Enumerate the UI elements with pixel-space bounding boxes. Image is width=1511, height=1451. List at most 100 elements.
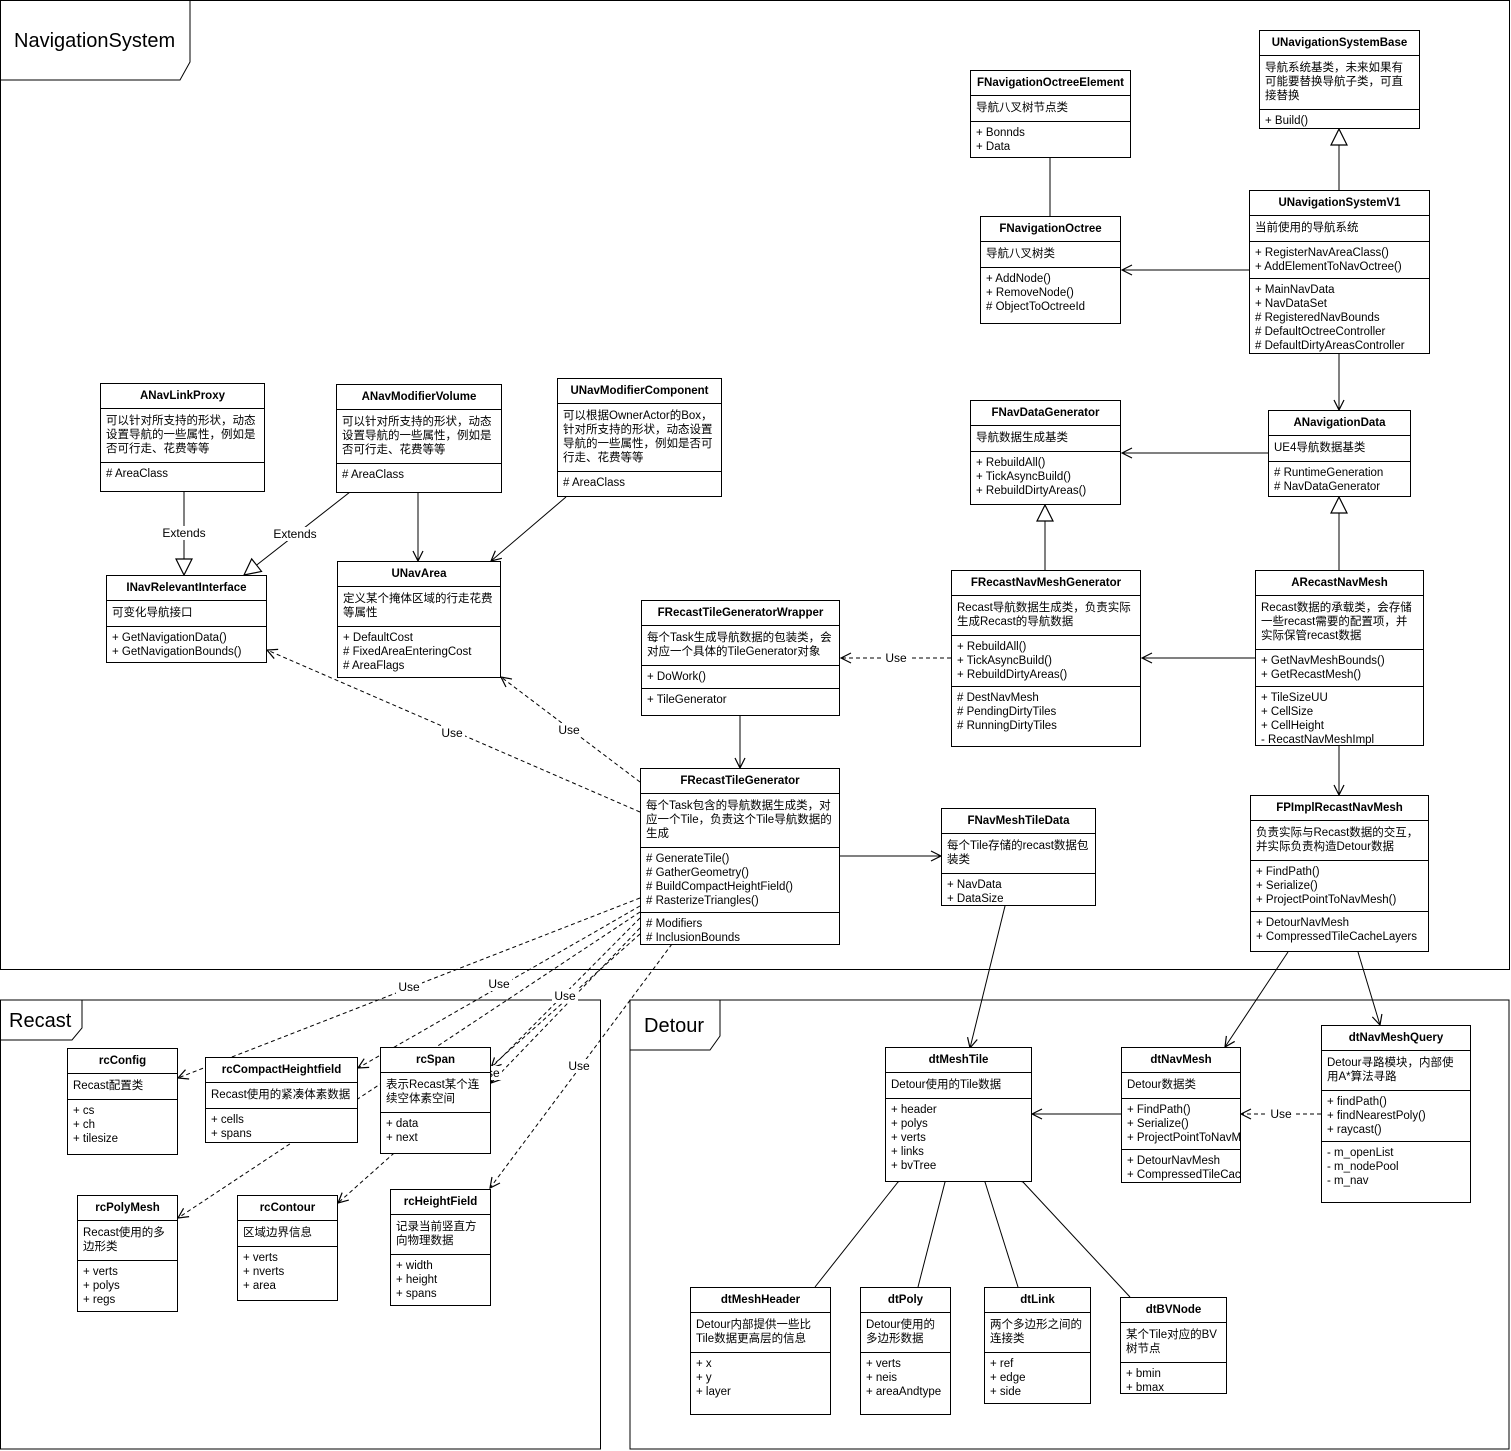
class-member: + GetNavigationBounds() bbox=[112, 646, 242, 658]
class-member: + GetNavMeshBounds() bbox=[1261, 655, 1385, 667]
class-member: - m_nav bbox=[1327, 1175, 1369, 1187]
class-member: - m_openList bbox=[1327, 1147, 1394, 1159]
class-description: 每个Tile存储的recast数据包装类 bbox=[942, 834, 1095, 874]
class-members: + RebuildAll()+ TickAsyncBuild()+ Rebuil… bbox=[952, 636, 1140, 687]
class-name: ANavigationData bbox=[1269, 411, 1410, 436]
class-member: + area bbox=[243, 1280, 276, 1292]
class-members: # GenerateTile()# GatherGeometry()# Buil… bbox=[641, 848, 839, 913]
edge-assoc-impl-dtnavmesh bbox=[1225, 951, 1289, 1047]
class-members: + DetourNavMesh+ CompressedTileCacheLaye… bbox=[1251, 912, 1428, 948]
class-member: + RebuildAll() bbox=[976, 457, 1046, 469]
class-member: + NavDataSet bbox=[1255, 298, 1327, 310]
class-name: ANavLinkProxy bbox=[101, 384, 264, 409]
package-frame-detour bbox=[629, 999, 1510, 1450]
class-description: 可变化导航接口 bbox=[107, 601, 266, 627]
class-member: # RegisteredNavBounds bbox=[1255, 312, 1380, 324]
class-members: + data+ next bbox=[381, 1113, 490, 1149]
class-member: # InclusionBounds bbox=[646, 932, 740, 944]
class-members: - m_openList - m_nodePool - m_nav bbox=[1322, 1142, 1470, 1192]
class-members: + DoWork() bbox=[642, 666, 839, 689]
class-name: FRecastTileGenerator bbox=[641, 769, 839, 794]
class-description: 导航八叉树节点类 bbox=[971, 96, 1130, 122]
class-member: + height bbox=[396, 1274, 438, 1286]
class-members: # AreaClass bbox=[337, 464, 501, 486]
class-member: + nverts bbox=[243, 1266, 285, 1278]
class-description: 可以针对所支持的形状，动态设置导航的一些属性，例如是否可行走、花费等等 bbox=[337, 410, 501, 464]
class-members: + verts+ neis+ areaAndtype bbox=[861, 1353, 950, 1403]
class-name: UNavigationSystemBase bbox=[1260, 31, 1419, 56]
class-name: rcPolyMesh bbox=[78, 1196, 177, 1221]
class-name: FNavigationOctree bbox=[981, 217, 1120, 242]
class-member: + ProjectPointToNavMesh() bbox=[1127, 1132, 1241, 1144]
class-member: + ch bbox=[73, 1119, 96, 1131]
class-name: dtMeshTile bbox=[886, 1048, 1031, 1073]
class-member: + y bbox=[696, 1372, 712, 1384]
class-name: FRecastTileGeneratorWrapper bbox=[642, 601, 839, 626]
class-member: + x bbox=[696, 1358, 712, 1370]
class-members: + FindPath()+ Serialize()+ ProjectPointT… bbox=[1251, 861, 1428, 912]
class-name: UNavigationSystemV1 bbox=[1250, 191, 1429, 216]
class-member: # Modifiers bbox=[646, 918, 703, 930]
class-member: + TickAsyncBuild() bbox=[976, 471, 1071, 483]
class-members: + cells+ spans bbox=[206, 1109, 357, 1142]
class-member: # BuildCompactHeightField() bbox=[646, 881, 794, 893]
class-member: + bmax bbox=[1126, 1382, 1165, 1394]
class-description: 负责实际与Recast数据的交互，并实际负责构造Detour数据 bbox=[1251, 821, 1428, 861]
class-member: # ObjectToOctreeId bbox=[986, 301, 1086, 313]
class-name: FNavigationOctreeElement bbox=[971, 71, 1130, 96]
class-member: # DestNavMesh bbox=[957, 692, 1039, 704]
class-member: + FindPath() bbox=[1256, 866, 1320, 878]
class-member: + AddNode() bbox=[986, 273, 1051, 285]
class-members: + AddNode()+ RemoveNode()# ObjectToOctre… bbox=[981, 268, 1120, 318]
edge-assoc-impl-query bbox=[1357, 951, 1380, 1025]
class-member: + regs bbox=[83, 1294, 116, 1306]
class-member: + DataSize bbox=[947, 893, 1004, 905]
class-members: + ref+ edge+ side bbox=[985, 1353, 1090, 1403]
class-member: + next bbox=[386, 1132, 418, 1144]
label-extends-1: Extends bbox=[162, 526, 205, 540]
class-members: + verts+ polys+ regs bbox=[78, 1261, 177, 1311]
class-member: + DetourNavMesh bbox=[1127, 1155, 1220, 1167]
edge-use-tilegen-contour bbox=[338, 933, 641, 1203]
class-member: # RasterizeTriangles() bbox=[646, 895, 759, 907]
class-description: 导航数据生成基类 bbox=[971, 426, 1120, 452]
class-members: + x+ y+ layer bbox=[691, 1353, 830, 1403]
class-members: + FindPath()+ Serialize()+ ProjectPointT… bbox=[1122, 1099, 1240, 1150]
class-member: + AddElementToNavOctree() bbox=[1255, 261, 1402, 273]
edge-compose-meshtile-link bbox=[975, 1161, 1019, 1288]
class-name: dtBVNode bbox=[1121, 1298, 1226, 1323]
class-description: 记录当前竖直方向物理数据 bbox=[391, 1215, 490, 1255]
class-member: + NavData bbox=[947, 879, 1002, 891]
class-member: - m_nodePool bbox=[1327, 1161, 1399, 1173]
